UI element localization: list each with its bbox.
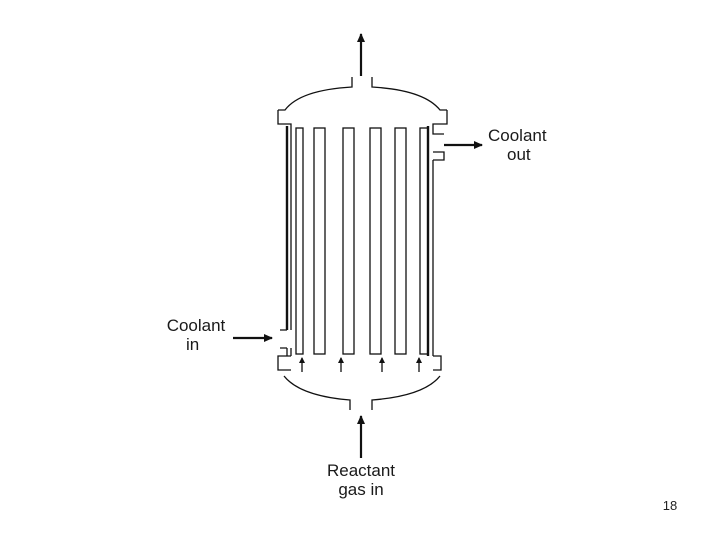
tube [369, 127, 382, 355]
coolant-out-label-line1: Coolant [488, 126, 547, 145]
tube [295, 127, 304, 355]
bottom-flange-left [277, 355, 291, 371]
coolant-in-label-line2: in [186, 335, 200, 354]
coolant-in-label-line1: Coolant [166, 316, 226, 335]
coolant-out-label-line2: out [507, 145, 531, 164]
top-flange-right [432, 110, 448, 126]
reactant-gas-in-label: Reactant gas in [300, 461, 422, 499]
coolant-out-label: Coolant out [488, 126, 547, 164]
tube [313, 127, 326, 355]
reactant-label-line2: gas in [338, 480, 384, 499]
tube [394, 127, 407, 355]
top-flange-left [277, 110, 292, 126]
top-head [278, 77, 353, 111]
bottom-flange-right [433, 355, 442, 371]
tube [342, 127, 355, 355]
bottom-head [283, 375, 351, 410]
page-number: 18 [662, 498, 678, 513]
reactant-label-line1: Reactant [326, 461, 396, 480]
coolant-in-label: Coolant in [160, 316, 232, 354]
